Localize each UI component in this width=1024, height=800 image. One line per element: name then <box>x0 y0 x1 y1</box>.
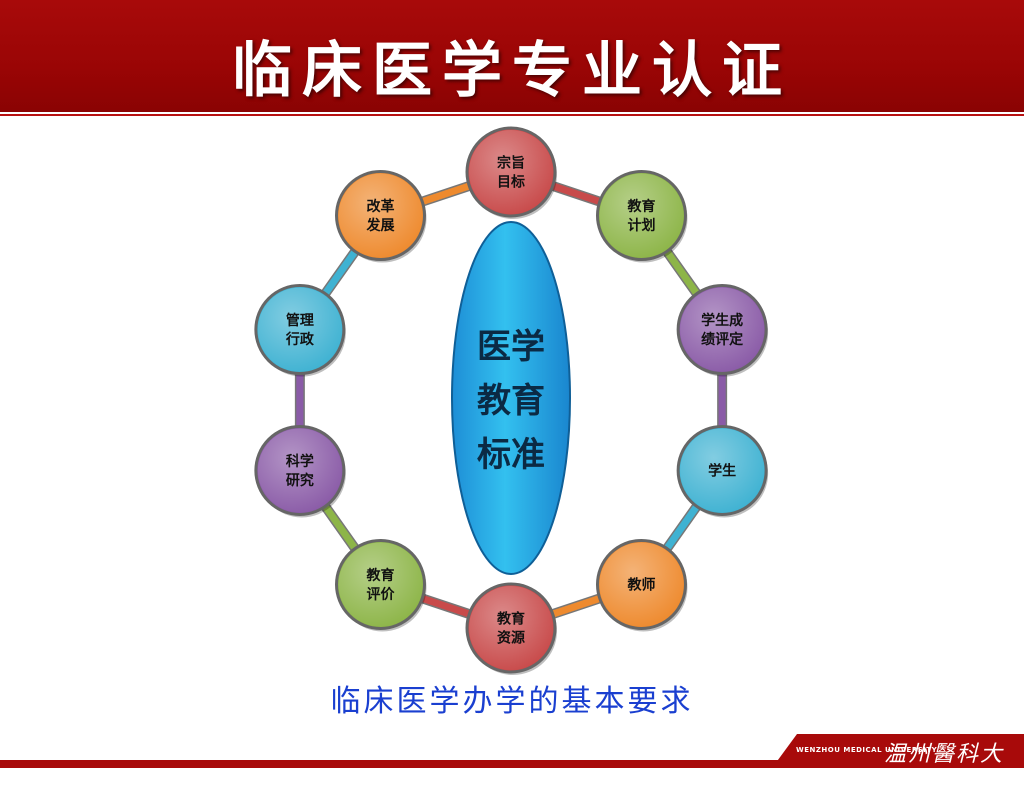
node-highlight <box>338 173 423 258</box>
ring-node: 教师 <box>595 538 688 632</box>
node-label: 学生成 <box>701 312 743 329</box>
node-label: 发展 <box>366 217 395 234</box>
node-highlight <box>469 130 553 214</box>
node-label: 计划 <box>627 217 655 234</box>
center-ellipse <box>451 221 571 575</box>
cycle-diagram: 医学 教育 标准 宗旨目标教育计划学生成绩评定学生教师教育资源教育评价科学研究管… <box>254 126 769 675</box>
node-highlight <box>599 173 684 258</box>
page-title: 临床医学专业认证 <box>232 36 792 106</box>
center-label-line-2: 教育 <box>477 381 545 421</box>
node-label: 科学 <box>286 453 314 470</box>
node-label: 评价 <box>367 587 396 603</box>
ring-node: 学生 <box>676 424 769 518</box>
node-label: 教师 <box>627 576 655 593</box>
node-label: 行政 <box>285 331 315 348</box>
node-label: 教育 <box>497 611 525 628</box>
node-highlight <box>257 287 342 372</box>
node-highlight <box>469 586 553 670</box>
node-label: 学生 <box>708 462 736 479</box>
title-bar: 临床医学专业认证 <box>0 0 1024 116</box>
node-label: 教育 <box>367 567 395 584</box>
node-label: 资源 <box>497 630 525 647</box>
node-highlight <box>680 287 765 372</box>
node-label: 教育 <box>627 198 655 215</box>
footer-university-en: WENZHOU MEDICAL UNIVERSITY <box>796 746 938 754</box>
node-label: 宗旨 <box>497 155 525 172</box>
node-label: 研究 <box>286 472 314 489</box>
node-highlight <box>680 428 765 513</box>
footer-university-cn: 温州醫科大學 <box>884 742 1005 799</box>
node-highlight <box>257 428 342 513</box>
center-label-line-1: 医学 <box>477 327 545 367</box>
node-label: 目标 <box>497 174 525 191</box>
footer-bar <box>0 760 1024 768</box>
footer-band <box>775 734 1024 764</box>
node-label: 绩评定 <box>701 331 743 348</box>
node-highlight <box>599 542 684 627</box>
node-label: 改革 <box>367 198 395 215</box>
diagram-caption: 临床医学办学的基本要求 <box>330 684 694 719</box>
node-label: 管理 <box>286 312 314 329</box>
node-highlight <box>338 542 423 627</box>
center-label-line-3: 标准 <box>477 435 545 475</box>
